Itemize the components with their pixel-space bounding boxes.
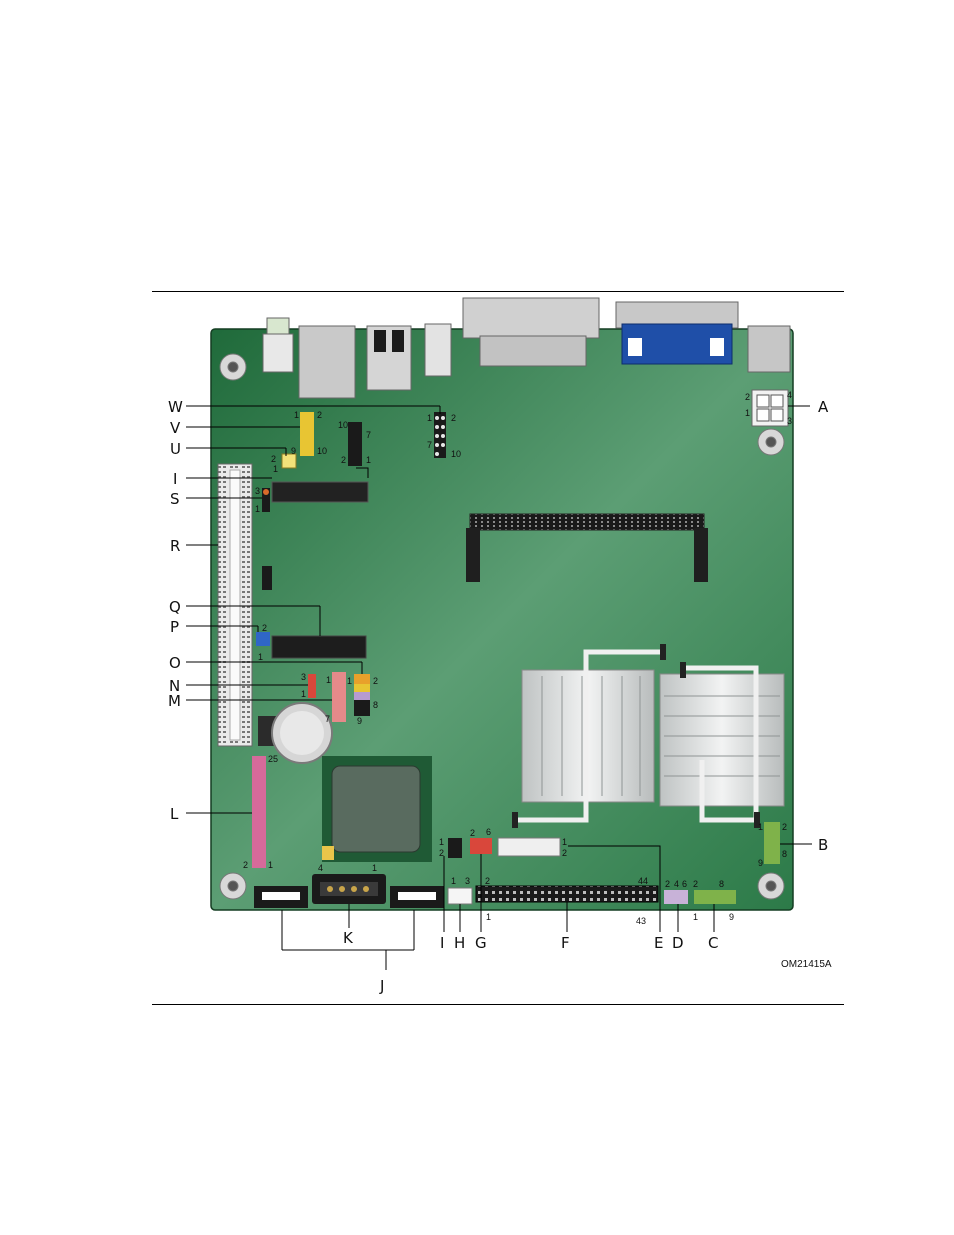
pin-label: 1: [439, 837, 444, 847]
pin-label: 9: [758, 858, 763, 868]
flash-socket: [272, 482, 368, 502]
pin-label: 1: [273, 464, 278, 474]
atx12v-connector: [752, 390, 788, 426]
pin-label: 2: [693, 879, 698, 889]
callout-w: W: [168, 398, 183, 416]
pin-label: 7: [427, 440, 432, 450]
pin-label: 10: [317, 446, 327, 456]
pin-label: 1: [301, 689, 306, 699]
pin-label: 9: [357, 716, 362, 726]
callout-p: P: [170, 618, 179, 636]
pin-label: 25: [268, 754, 278, 764]
pin-label: 1: [372, 863, 377, 873]
pin-label: 4: [318, 863, 323, 873]
callout-r: R: [170, 537, 180, 555]
pin-label: 7: [325, 714, 330, 724]
callout-e: E: [654, 934, 663, 952]
pin-label: 6: [486, 827, 491, 837]
callout-i-upper: I: [173, 470, 177, 488]
pin-label: 1: [758, 822, 763, 832]
pin-label: 1: [258, 652, 263, 662]
pin-label: 4: [787, 390, 792, 400]
pin-label: 2: [451, 413, 456, 423]
pin-label: 1: [268, 860, 273, 870]
callout-b: B: [818, 836, 828, 854]
pin-label: 3: [255, 486, 260, 496]
pin-label: 2: [341, 455, 346, 465]
callout-i-lower: I: [440, 934, 444, 952]
pci-slot: [218, 464, 252, 746]
callout-d: D: [672, 934, 684, 952]
pin-label: 1: [366, 455, 371, 465]
callout-h: H: [454, 934, 465, 952]
pin-label: 2: [373, 676, 378, 686]
pin-label: 2: [665, 879, 670, 889]
pin-label: 1: [326, 675, 331, 685]
pin-label: 10: [338, 420, 348, 430]
callout-m: M: [168, 692, 181, 710]
pin-label: 10: [451, 449, 461, 459]
pin-label: 1: [255, 504, 260, 514]
pin-label: 1: [427, 413, 432, 423]
figure-id: OM21415A: [781, 959, 832, 970]
chipset: [322, 756, 432, 862]
pin-label: 9: [729, 912, 734, 922]
pin-label: 9: [291, 446, 296, 456]
pin-label: 1: [486, 912, 491, 922]
pin-label: 1: [562, 837, 567, 847]
pin-label: 8: [719, 879, 724, 889]
pin-label: 1: [347, 676, 352, 686]
pin-label: 6: [682, 879, 687, 889]
pin-label: 2: [439, 848, 444, 858]
pin-label: 2: [745, 392, 750, 402]
callout-s: S: [170, 490, 180, 508]
pin-label: 8: [782, 849, 787, 859]
callout-j: J: [379, 977, 384, 995]
callout-g: G: [475, 934, 487, 952]
pin-label: 1: [294, 410, 299, 420]
pin-label: 4: [674, 879, 679, 889]
callout-q: Q: [169, 598, 181, 616]
pin-label: 7: [366, 430, 371, 440]
ide-connector: [476, 886, 658, 902]
callout-a: A: [818, 398, 829, 416]
callout-k: K: [343, 929, 354, 947]
pin-label: 2: [243, 860, 248, 870]
pin-label: 2: [782, 822, 787, 832]
lvds-connector: [498, 838, 560, 856]
callout-o: O: [169, 654, 181, 672]
callout-v: V: [170, 419, 181, 437]
pin-label: 2: [485, 876, 490, 886]
pin-label: 1: [693, 912, 698, 922]
callout-u: U: [170, 440, 181, 458]
pin-label: 2: [317, 410, 322, 420]
callout-c: C: [708, 934, 718, 952]
pin-label: 2: [271, 454, 276, 464]
pin-label: 3: [787, 416, 792, 426]
callout-l: L: [170, 805, 179, 823]
pin-label: 8: [373, 700, 378, 710]
pin-label: 2: [470, 828, 475, 838]
fan-header: [448, 888, 472, 904]
pin-label: 1: [451, 876, 456, 886]
pin-label: 43: [636, 916, 646, 926]
pin-label: 3: [465, 876, 470, 886]
mini-pcie-socket: [272, 636, 366, 658]
pin-label: 1: [745, 408, 750, 418]
pin-label: 2: [262, 623, 267, 633]
pin-label: 44: [638, 876, 648, 886]
pin-label: 3: [301, 672, 306, 682]
pin-label: 2: [562, 848, 567, 858]
callout-f: F: [561, 934, 570, 952]
